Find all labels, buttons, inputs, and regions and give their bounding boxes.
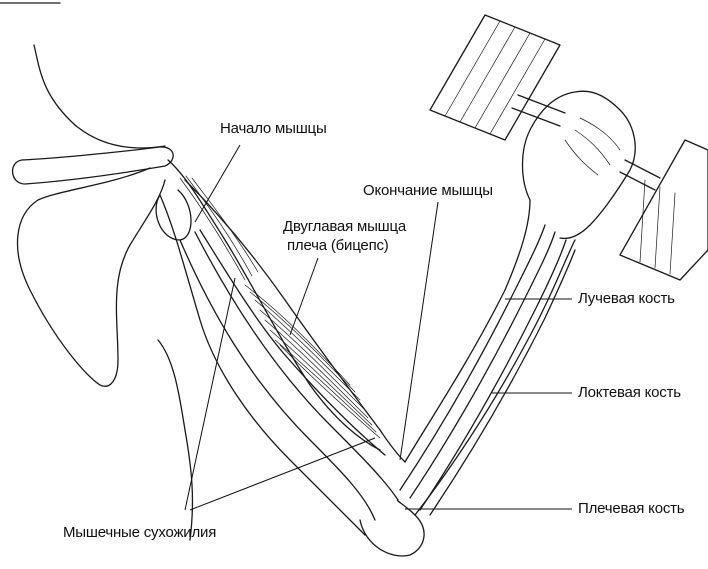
label-biceps-line2: плеча (бицепс) xyxy=(287,237,389,255)
label-muscle-origin: Начало мышцы xyxy=(220,120,327,138)
origin-tendons xyxy=(180,176,258,280)
torso-contour xyxy=(158,340,192,540)
scapula xyxy=(18,168,165,386)
ulna-bone-a xyxy=(420,240,566,510)
clavicle xyxy=(13,147,174,184)
label-humerus: Плечевая кость xyxy=(578,500,684,518)
neck-outline xyxy=(34,45,165,148)
radius-bone-a xyxy=(400,225,545,490)
leader-tendon-1 xyxy=(185,278,235,510)
label-ulna: Локтевая кость xyxy=(578,384,681,402)
label-muscle-insertion: Окончание мышцы xyxy=(363,182,493,200)
radius-bone-b xyxy=(410,232,555,498)
forearm-top-contour xyxy=(405,200,530,462)
dumbbell-plate-left xyxy=(430,15,560,140)
leader-biceps xyxy=(290,258,318,335)
label-radius: Лучевая кость xyxy=(578,290,675,308)
dumbbell xyxy=(430,15,708,280)
leader-muscle-origin xyxy=(195,145,240,222)
label-biceps-line1: Двуглавая мышца xyxy=(283,218,406,236)
finger-line-3 xyxy=(565,140,598,175)
hand xyxy=(523,91,636,238)
humerus-bone-lower xyxy=(195,232,398,500)
leader-tendon-2 xyxy=(190,438,375,510)
forearm-bottom-contour xyxy=(415,240,575,515)
finger-line-2 xyxy=(580,118,620,150)
label-tendons: Мышечные сухожилия xyxy=(63,524,216,542)
finger-line-1 xyxy=(575,130,610,165)
leader-muscle-insertion xyxy=(400,202,438,460)
biceps-fibers xyxy=(245,285,380,438)
upper-arm-top-contour xyxy=(168,160,380,450)
